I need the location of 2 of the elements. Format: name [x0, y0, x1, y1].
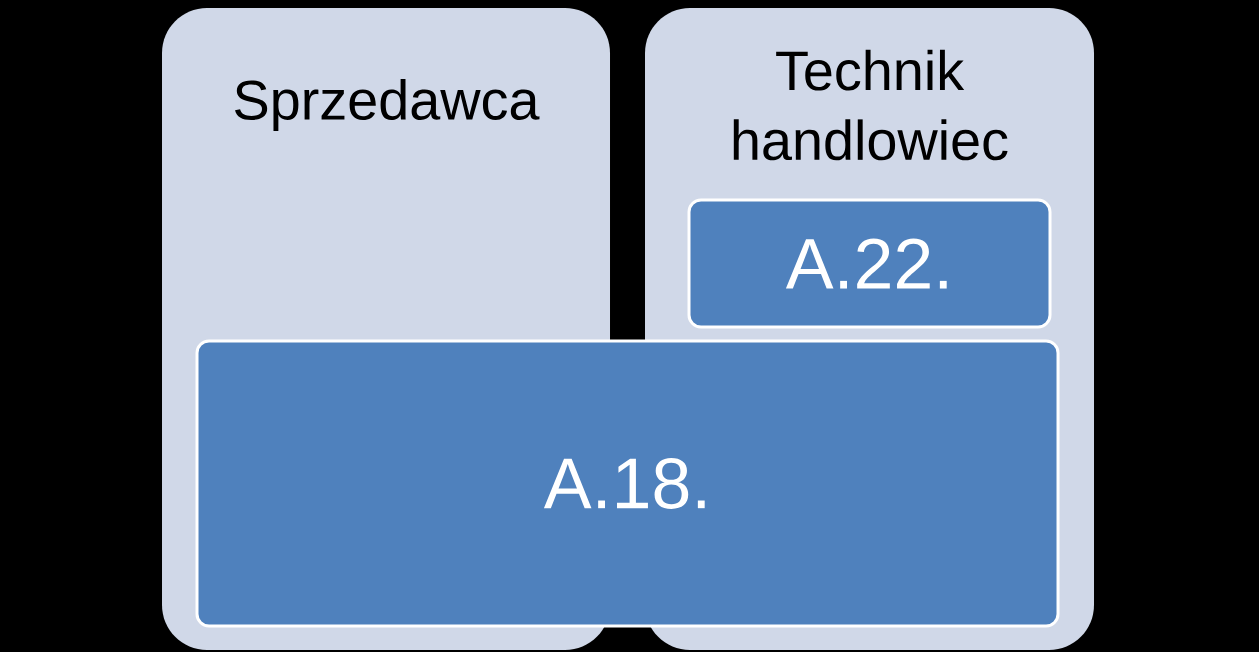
label-box: A.18.	[195, 339, 1060, 628]
label-box: A.22.	[687, 198, 1052, 329]
